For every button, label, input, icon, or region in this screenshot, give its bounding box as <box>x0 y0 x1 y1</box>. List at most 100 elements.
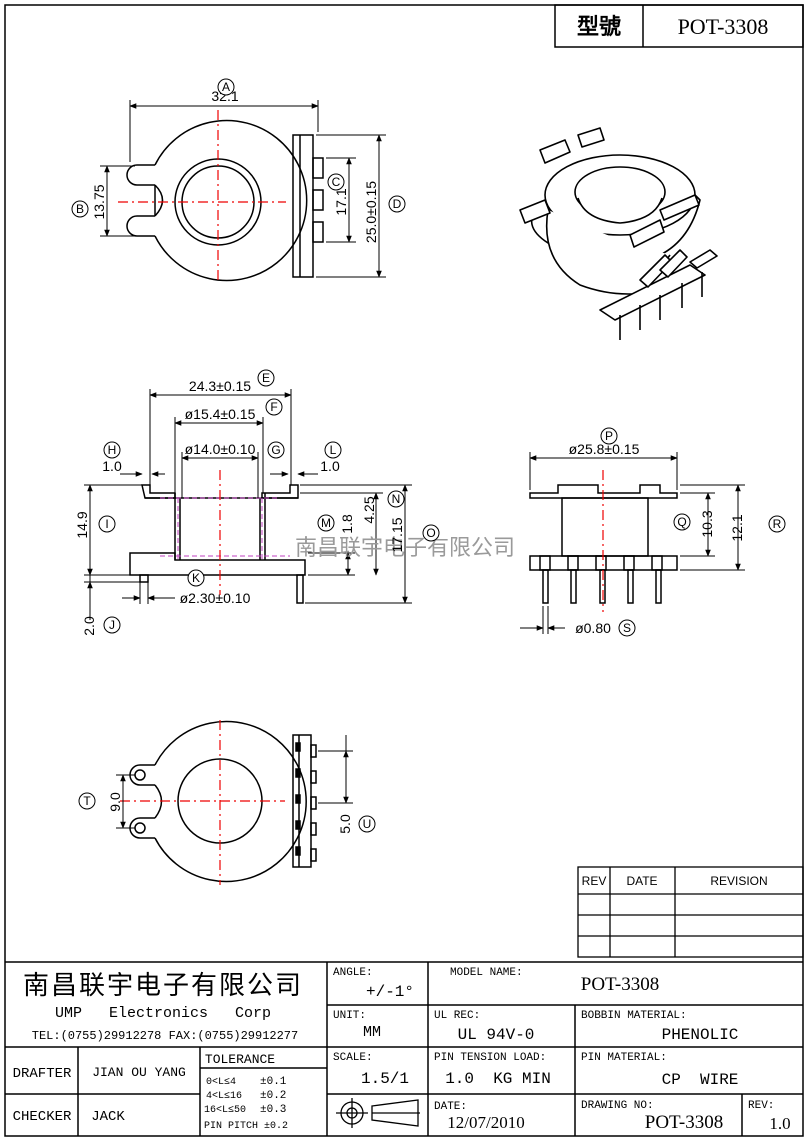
pin-tension-value: 1.0 KG MIN <box>445 1070 551 1088</box>
svg-text:J: J <box>109 618 115 632</box>
tol-value-2: ±0.2 <box>260 1090 286 1102</box>
svg-text:M: M <box>321 516 331 530</box>
balloon-K: K <box>187 569 205 587</box>
balloon-markers: A B C D E F G H I J K L M N O P Q R S T … <box>71 78 786 833</box>
ul-rec-value: UL 94V-0 <box>458 1026 535 1044</box>
balloon-G: G <box>267 441 285 459</box>
dim-M-text: 1.8 <box>339 514 355 534</box>
checker-label: CHECKER <box>13 1109 72 1125</box>
svg-text:A: A <box>222 80 230 94</box>
scale-value: 1.5/1 <box>361 1070 409 1088</box>
dim-N-text: 4.25 <box>361 496 377 523</box>
dim-E-text: 24.3±0.15 <box>189 378 251 394</box>
balloon-Q: Q <box>673 513 691 531</box>
bobbin-material-value: PHENOLIC <box>662 1026 739 1044</box>
dim-L-text: 1.0 <box>320 458 340 474</box>
svg-text:D: D <box>393 197 402 211</box>
balloon-D: D <box>388 195 406 213</box>
model-name-value: POT-3308 <box>581 974 659 995</box>
svg-text:E: E <box>262 371 270 385</box>
svg-text:O: O <box>426 526 435 540</box>
title-block-grid <box>5 961 803 1136</box>
balloon-E: E <box>257 369 275 387</box>
dim-F-text: ø15.4±0.15 <box>185 406 256 422</box>
balloon-S: S <box>618 619 636 637</box>
unit-value: MM <box>363 1024 381 1041</box>
dim-T-text: 9.0 <box>107 792 123 812</box>
drafter-label: DRAFTER <box>13 1066 72 1082</box>
svg-text:C: C <box>332 175 341 189</box>
balloon-H: H <box>103 441 121 459</box>
ul-rec-label: UL REC: <box>434 1010 480 1022</box>
svg-text:B: B <box>76 202 84 216</box>
model-name-label: MODEL NAME: <box>450 967 523 979</box>
balloon-A: A <box>217 78 235 96</box>
balloon-R: R <box>768 515 786 533</box>
header-model-label: 型號 <box>577 14 621 39</box>
balloon-M: M <box>317 514 335 532</box>
isometric-view <box>519 127 718 340</box>
dim-H-text: 1.0 <box>102 458 122 474</box>
balloon-N: N <box>387 490 405 508</box>
dim-B-text: 13.75 <box>91 184 107 219</box>
header-model-box: 型號 POT-3308 <box>554 4 804 48</box>
balloon-B: B <box>71 200 89 218</box>
drafter-value: JIAN OU YANG <box>92 1065 186 1080</box>
dim-I-text: 14.9 <box>74 511 90 538</box>
svg-text:Q: Q <box>677 515 686 529</box>
top-view-centerlines <box>118 110 286 282</box>
rev-header-date: DATE <box>626 874 657 888</box>
pin-tension-label: PIN TENSION LOAD: <box>434 1052 546 1064</box>
dim-R-text: 12.1 <box>729 514 745 541</box>
tol-range-1: 0<L≤4 <box>206 1077 236 1088</box>
balloon-T: T <box>78 792 96 810</box>
dim-P-text: ø25.8±0.15 <box>569 441 640 457</box>
bobbin-material-label: BOBBIN MATERIAL: <box>581 1010 687 1022</box>
rev-header-rev: REV <box>582 874 607 888</box>
dim-Q-text: 10.3 <box>699 510 715 537</box>
bottom-view <box>129 720 317 883</box>
watermark: 南昌联宇电子有限公司 <box>295 535 515 560</box>
svg-text:L: L <box>330 443 337 457</box>
dim-C-text: 17.1 <box>333 188 349 215</box>
balloon-C: C <box>327 173 345 191</box>
dim-S-text: ø0.80 <box>575 620 611 636</box>
company-block: 南昌联宇电子有限公司 UMP Electronics Corp TEL:(075… <box>23 970 301 1043</box>
tol-value-3: ±0.3 <box>260 1104 286 1116</box>
svg-text:K: K <box>192 571 200 585</box>
svg-text:I: I <box>105 517 108 531</box>
tolerance-label: TOLERANCE <box>205 1052 275 1067</box>
projection-symbol-icon <box>336 1098 420 1128</box>
svg-text:P: P <box>605 429 613 443</box>
date-label: DATE: <box>434 1101 467 1113</box>
drawing-no-label: DRAWING NO: <box>581 1100 654 1112</box>
balloon-O: O <box>422 524 440 542</box>
front-view-dimensions <box>520 452 745 634</box>
tol-range-3: 16<L≤50 <box>204 1105 246 1116</box>
balloon-J: J <box>103 616 121 634</box>
drawing-no-value: POT-3308 <box>645 1112 723 1133</box>
dim-J-text: 2.0 <box>81 616 97 636</box>
company-contact: TEL:(0755)29912278 FAX:(0755)29912277 <box>32 1029 298 1043</box>
balloon-F: F <box>265 398 283 416</box>
scale-label: SCALE: <box>333 1052 373 1064</box>
pin-material-value: CP WIRE <box>662 1071 739 1089</box>
balloon-P: P <box>600 427 618 445</box>
svg-text:H: H <box>108 443 117 457</box>
balloon-I: I <box>98 515 116 533</box>
header-model-value: POT-3308 <box>678 14 769 39</box>
top-view-dimensions <box>100 100 386 278</box>
svg-text:G: G <box>271 443 280 457</box>
svg-text:F: F <box>270 400 277 414</box>
angle-value: +/-1° <box>366 983 414 1001</box>
balloon-L: L <box>324 441 342 459</box>
company-name-en: UMP Electronics Corp <box>55 1005 271 1022</box>
side-view <box>129 484 306 604</box>
dim-O-text: 17.15 <box>389 517 405 552</box>
svg-text:U: U <box>363 817 372 831</box>
tol-value-1: ±0.1 <box>260 1076 287 1088</box>
side-view-dimensions <box>84 389 412 620</box>
bottom-view-centerlines <box>120 720 285 885</box>
top-view <box>126 119 324 282</box>
bottom-view-dimensions <box>116 735 353 829</box>
